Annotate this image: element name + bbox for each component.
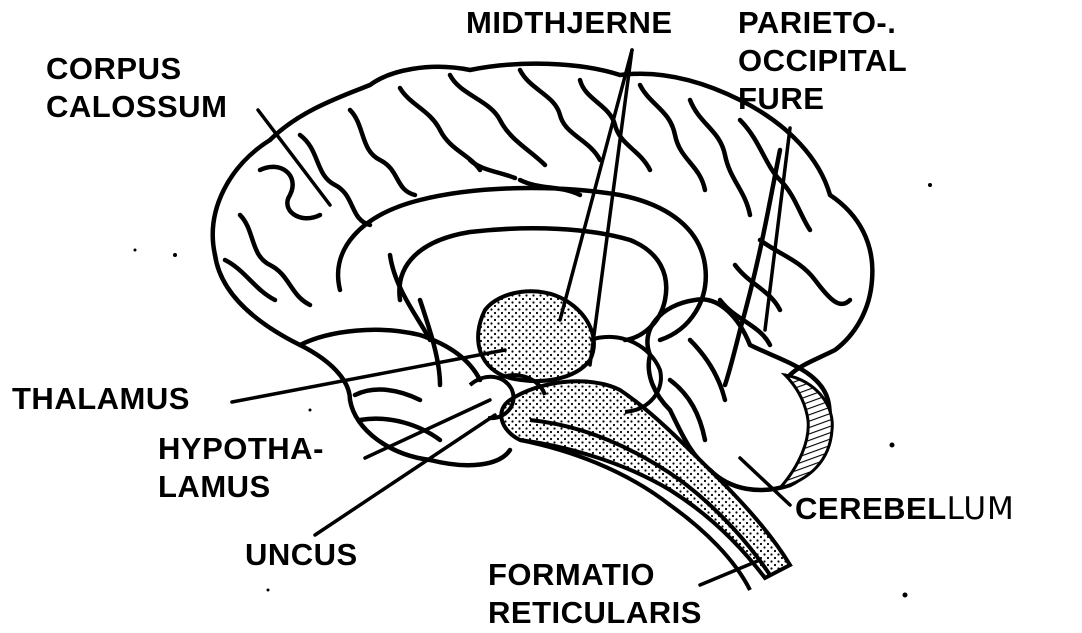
label-parieto-line3: FURE [738,82,824,115]
label-midthjerne: MIDTHJERNE [466,6,673,39]
label-uncus: UNCUS [245,538,358,571]
leader-thalamus [232,350,505,402]
label-formatio-line2: RETICULARIS [488,596,702,629]
leader-midthjerne-2 [560,50,632,320]
leader-uncus [315,415,495,535]
leader-formatio [700,560,760,585]
thalamus-region [478,291,594,381]
label-cerebellum-typed: CEREBEL [795,491,947,526]
brainstem [501,381,790,578]
label-thalamus: THALAMUS [12,382,190,415]
label-cerebellum: CEREBELLUM [795,492,1015,526]
leader-cerebellum [740,458,790,505]
label-hypotha-line2: LAMUS [158,470,271,503]
label-corpus-line2: CALOSSUM [46,90,227,123]
label-parieto-line2: OCCIPITAL [738,44,907,77]
label-hypotha-line1: HYPOTHA- [158,432,324,465]
leader-midthjerne [590,50,632,365]
label-parieto-line1: PARIETO-. [738,6,896,39]
label-corpus-line1: CORPUS [46,52,182,85]
label-cerebellum-handwritten: LUM [947,491,1015,527]
label-formatio-line1: FORMATIO [488,558,655,591]
